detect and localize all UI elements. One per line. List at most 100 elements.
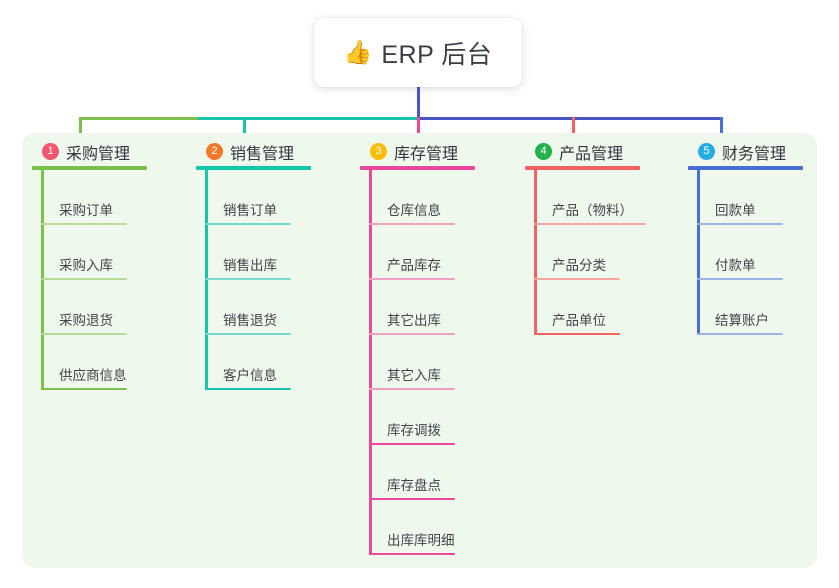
branch-header-underline-5: [688, 166, 803, 170]
branch-header-underline-1: [32, 166, 147, 170]
branch-item-underline: [41, 223, 127, 225]
branch-badge-4: 4: [535, 143, 552, 160]
branch-item-label: 产品（物料）: [552, 203, 633, 218]
column-drop-1: [79, 117, 82, 146]
branch-items-4: 产品（物料） 产品分类 产品单位: [525, 170, 675, 335]
branch-item[interactable]: 销售出库: [196, 225, 346, 280]
branch-item-underline: [205, 278, 291, 280]
branch-title-2: 销售管理: [230, 145, 295, 163]
branch-header-underline-3: [360, 166, 475, 170]
branch-item-label: 仓库信息: [387, 203, 441, 218]
branch-spine-1: [41, 170, 44, 390]
branch-item-underline: [369, 223, 455, 225]
branch-badge-5: 5: [698, 143, 715, 160]
branch-column-5: 5 财务管理 回款单 付款单 结算账户: [688, 133, 838, 335]
branch-item-underline: [534, 333, 620, 335]
branch-badge-2: 2: [206, 143, 223, 160]
branch-item[interactable]: 产品单位: [525, 280, 675, 335]
branch-item-underline: [41, 333, 127, 335]
branch-title-4: 产品管理: [559, 145, 624, 163]
branch-item[interactable]: 结算账户: [688, 280, 838, 335]
branch-item-label: 结算账户: [715, 313, 769, 328]
root-drop-connector: [417, 87, 420, 119]
branch-badge-3: 3: [370, 143, 387, 160]
branch-header-2[interactable]: 2 销售管理: [196, 133, 346, 170]
branch-item[interactable]: 采购入库: [32, 225, 182, 280]
branch-item[interactable]: 采购订单: [32, 170, 182, 225]
branch-header-underline-2: [196, 166, 311, 170]
bus-segment-right: [417, 117, 723, 120]
branch-item[interactable]: 库存调拨: [360, 390, 510, 445]
branch-item-label: 销售订单: [223, 203, 277, 218]
branch-item-underline: [534, 278, 620, 280]
branch-item-underline: [697, 333, 783, 335]
branch-item[interactable]: 付款单: [688, 225, 838, 280]
branch-item-underline: [534, 223, 646, 225]
branch-items-5: 回款单 付款单 结算账户: [688, 170, 838, 335]
branch-item-label: 销售退货: [223, 313, 277, 328]
branch-items-1: 采购订单 采购入库 采购退货 供应商信息: [32, 170, 182, 390]
branch-item[interactable]: 供应商信息: [32, 335, 182, 390]
branch-title-3: 库存管理: [394, 145, 459, 163]
branch-item[interactable]: 产品库存: [360, 225, 510, 280]
branch-item-underline: [205, 223, 291, 225]
branch-item[interactable]: 产品（物料）: [525, 170, 675, 225]
branch-item-underline: [369, 333, 455, 335]
branch-spine-2: [205, 170, 208, 390]
branch-item[interactable]: 客户信息: [196, 335, 346, 390]
branch-header-5[interactable]: 5 财务管理: [688, 133, 838, 170]
branch-badge-1: 1: [42, 143, 59, 160]
column-drop-2: [243, 117, 246, 146]
branch-items-3: 仓库信息 产品库存 其它出库 其它入库 库存调拨: [360, 170, 510, 555]
branch-item-label: 产品分类: [552, 258, 606, 273]
branch-item-label: 采购入库: [59, 258, 113, 273]
branch-spine-4: [534, 170, 537, 335]
branch-spine-3: [369, 170, 372, 555]
branch-header-4[interactable]: 4 产品管理: [525, 133, 675, 170]
branch-item-underline: [697, 223, 783, 225]
branch-item-underline: [205, 333, 291, 335]
branch-header-3[interactable]: 3 库存管理: [360, 133, 510, 170]
branch-item-label: 付款单: [715, 258, 756, 273]
branch-item-label: 回款单: [715, 203, 756, 218]
branch-item[interactable]: 其它出库: [360, 280, 510, 335]
branch-item[interactable]: 库存盘点: [360, 445, 510, 500]
branch-item-label: 采购退货: [59, 313, 113, 328]
branch-item-underline: [41, 388, 127, 390]
branch-item-label: 供应商信息: [59, 368, 127, 383]
branch-column-3: 3 库存管理 仓库信息 产品库存 其它出库 其它: [360, 133, 510, 555]
branch-item[interactable]: 销售订单: [196, 170, 346, 225]
branch-item-label: 出库库明细: [387, 533, 455, 548]
branch-item-underline: [369, 443, 455, 445]
branch-item-label: 库存调拨: [387, 423, 441, 438]
branch-item-label: 其它出库: [387, 313, 441, 328]
branch-item-label: 采购订单: [59, 203, 113, 218]
column-drop-5: [720, 117, 723, 146]
root-node-title: ERP 后台: [381, 40, 493, 69]
branch-item[interactable]: 回款单: [688, 170, 838, 225]
branch-item[interactable]: 采购退货: [32, 280, 182, 335]
branch-item[interactable]: 仓库信息: [360, 170, 510, 225]
root-node[interactable]: 👍 ERP 后台: [314, 18, 522, 87]
branch-title-1: 采购管理: [66, 145, 131, 163]
branch-item-label: 销售出库: [223, 258, 277, 273]
bus-segment-middle: [198, 117, 419, 120]
branch-title-5: 财务管理: [722, 145, 787, 163]
branch-header-underline-4: [525, 166, 640, 170]
column-drop-4: [572, 117, 575, 146]
branch-item[interactable]: 产品分类: [525, 225, 675, 280]
branches-panel: 1 采购管理 采购订单 采购入库 采购退货 供应: [22, 133, 817, 568]
branch-column-4: 4 产品管理 产品（物料） 产品分类 产品单位: [525, 133, 675, 335]
branch-item-label: 其它入库: [387, 368, 441, 383]
branch-column-1: 1 采购管理 采购订单 采购入库 采购退货 供应: [32, 133, 182, 390]
branch-item[interactable]: 其它入库: [360, 335, 510, 390]
branch-item-underline: [41, 278, 127, 280]
thumbs-up-icon: 👍: [343, 39, 373, 65]
branch-item[interactable]: 销售退货: [196, 280, 346, 335]
branch-item[interactable]: 出库库明细: [360, 500, 510, 555]
branch-item-label: 客户信息: [223, 368, 277, 383]
branch-header-1[interactable]: 1 采购管理: [32, 133, 182, 170]
bus-segment-left: [79, 117, 199, 120]
column-drop-3: [417, 117, 420, 146]
branch-item-label: 产品库存: [387, 258, 441, 273]
